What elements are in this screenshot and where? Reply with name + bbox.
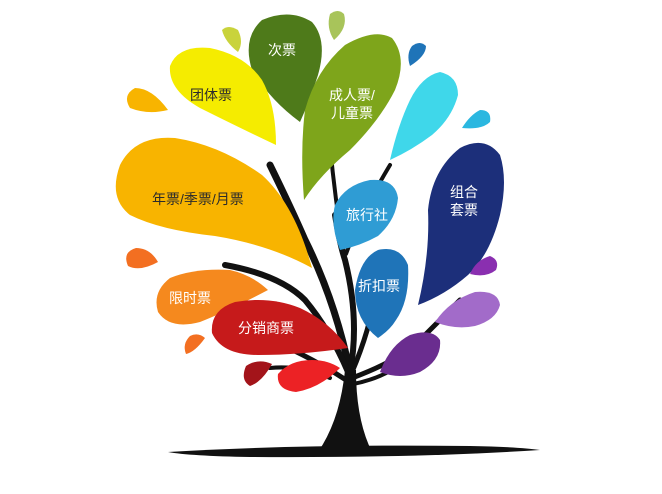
label-zhekou: 折扣票 [358, 278, 400, 294]
label-chengren-line2: 儿童票 [331, 105, 373, 121]
leaf-nianpiao [115, 137, 312, 268]
label-cishu: 次票 [268, 42, 296, 58]
leaf-tuanti [169, 47, 276, 145]
leaf-fenxiao [211, 300, 348, 355]
label-zuhe-line2: 套票 [450, 202, 478, 218]
leaf-small-orange-left [126, 88, 168, 113]
leaf-small-teal-right [462, 110, 491, 129]
leaf-small-orange-mid [126, 248, 158, 269]
leaf-small-darkred [243, 361, 272, 386]
label-nianpiao: 年票/季票/月票 [152, 191, 244, 207]
leaf-lvxingshe [333, 179, 398, 250]
label-zuhe: 组合 套票 [446, 183, 482, 219]
leaf-small-yellow [222, 27, 241, 52]
leaf-purple [435, 291, 500, 328]
leaf-small-orange-low [184, 334, 205, 354]
label-xianshi: 限时票 [169, 290, 211, 306]
label-lvxingshe: 旅行社 [346, 207, 388, 223]
leaf-cyan [390, 72, 458, 160]
label-fenxiao: 分销商票 [238, 320, 294, 336]
leaf-chengren [302, 34, 401, 200]
leaf-violet [380, 332, 441, 376]
leaf-xianshi [156, 269, 268, 325]
label-zuhe-line1: 组合 [450, 184, 478, 200]
leaf-small-purple-top [470, 256, 498, 276]
leaf-small-olive-top [328, 11, 345, 40]
leaf-cishu [248, 14, 322, 122]
leaf-small-blue-top [408, 43, 426, 66]
leaf-zhekou [355, 249, 409, 338]
leaf-zuhe [418, 142, 504, 305]
label-tuanti: 团体票 [190, 87, 232, 103]
label-chengren-line1: 成人票/ [329, 87, 375, 103]
label-chengren: 成人票/ 儿童票 [322, 86, 382, 122]
leaf-red [277, 360, 340, 392]
